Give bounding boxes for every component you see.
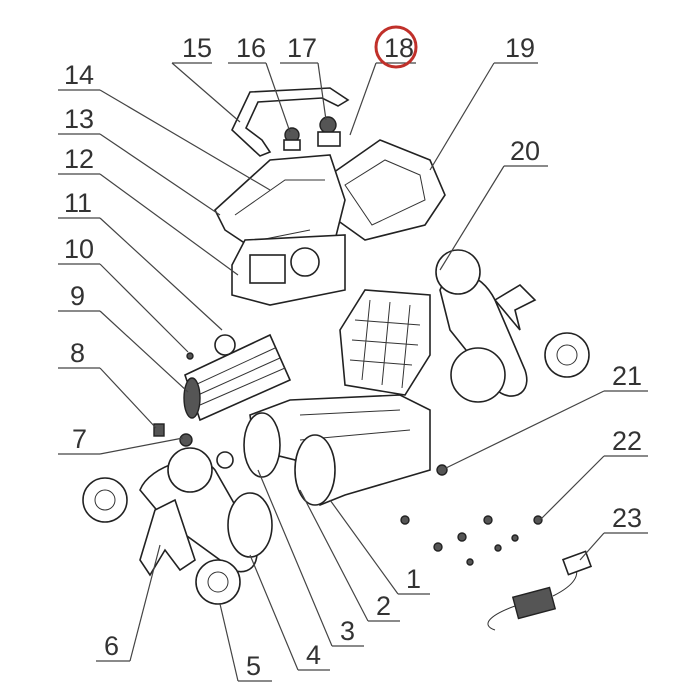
leader-line [429,62,495,171]
leader-line [299,489,369,622]
leader-line [99,263,189,353]
part-wheel-left-inner [167,447,213,493]
callout-19: 19 [429,33,538,171]
leader-line [171,62,241,123]
leader-line [99,437,184,455]
part-motor [290,247,320,277]
callout-21: 21 [445,361,648,469]
part-drive-wheel-2 [294,434,336,506]
part-power-supply [487,550,593,631]
part-number-label: 15 [182,33,212,63]
callout-2: 2 [299,489,400,622]
part-number-label: 10 [64,234,94,264]
part-number-label: 5 [246,651,261,681]
part-small-gear [216,451,234,469]
leader-line [579,532,605,561]
part-motor-box [231,234,346,306]
callout-7: 7 [58,424,184,455]
callout-5: 5 [219,603,272,682]
part-brush-end [183,377,201,419]
part-wheel-left-outer [82,477,128,523]
part-number-label: 9 [70,281,85,311]
callout-8: 8 [58,338,157,429]
part-side-bracket-left [139,498,196,577]
leader-line [129,544,161,662]
robot-parts-drawing [82,87,593,631]
part-number-label: 12 [64,144,94,174]
part-gear-7 [179,433,193,447]
leader-line [439,165,505,271]
part-number-label: 22 [612,426,642,456]
part-number-label: 16 [236,33,266,63]
part-switch-16-base [283,139,301,151]
callout-13: 13 [58,104,221,216]
part-bushing-8 [153,423,165,437]
part-side-bracket [493,283,537,331]
callout-22: 22 [539,426,648,521]
part-number-label: 3 [340,616,355,646]
leader-line [257,469,333,647]
leader-line [445,390,605,469]
callout-1: 1 [329,499,430,595]
part-pump-box [249,254,286,284]
part-wheel-5 [195,559,241,605]
part-handle [231,87,350,157]
callout-11: 11 [58,188,223,331]
part-number-label: 11 [64,188,92,218]
leader-line [265,62,291,133]
part-number-label: 14 [64,60,94,90]
part-number-label: 18 [384,33,414,63]
part-roller-11 [214,334,236,356]
part-number-label: 21 [612,361,642,391]
callout-12: 12 [58,144,239,276]
callout-16: 16 [228,33,291,133]
part-switch-17 [319,116,337,134]
part-drive-wheel-3 [243,412,281,478]
callout-14: 14 [58,60,271,191]
part-wheel-4 [227,492,273,558]
leader-line [317,62,327,121]
leader-line [99,133,221,216]
leader-line [99,173,239,276]
leader-line [219,603,239,682]
callout-18: 18 [349,25,418,136]
part-number-label: 17 [287,33,317,63]
leader-line [99,89,271,191]
callout-3: 3 [257,469,364,647]
callout-20: 20 [439,136,548,271]
part-number-label: 23 [612,503,642,533]
part-wheel-right-inner [435,249,481,295]
leader-line [249,554,299,671]
part-wheel-right [450,347,506,403]
leader-line [349,62,377,136]
part-number-label: 20 [510,136,540,166]
callout-9: 9 [58,281,189,393]
part-number-label: 8 [70,338,85,368]
part-number-label: 6 [104,631,119,661]
part-number-label: 2 [376,591,391,621]
callout-15: 15 [171,33,241,123]
leader-line [99,217,223,331]
highlight-circle [374,25,418,69]
part-screw-10 [186,352,194,360]
leader-line [539,455,605,521]
part-number-label: 7 [72,424,87,454]
part-top-cover [329,139,446,241]
part-number-label: 13 [64,104,94,134]
part-switch-17-base [317,131,341,147]
part-fasteners [400,464,543,566]
callout-6: 6 [96,544,161,662]
callout-17: 17 [280,33,327,121]
callout-23: 23 [579,503,648,561]
callout-4: 4 [249,554,330,671]
leader-line [99,310,189,393]
leader-line [99,367,157,429]
part-number-label: 4 [306,640,321,670]
part-number-label: 1 [406,564,421,594]
part-number-label: 19 [505,33,535,63]
leader-line [329,499,399,595]
callout-10: 10 [58,234,189,353]
part-wheel-right-outer [544,332,590,378]
